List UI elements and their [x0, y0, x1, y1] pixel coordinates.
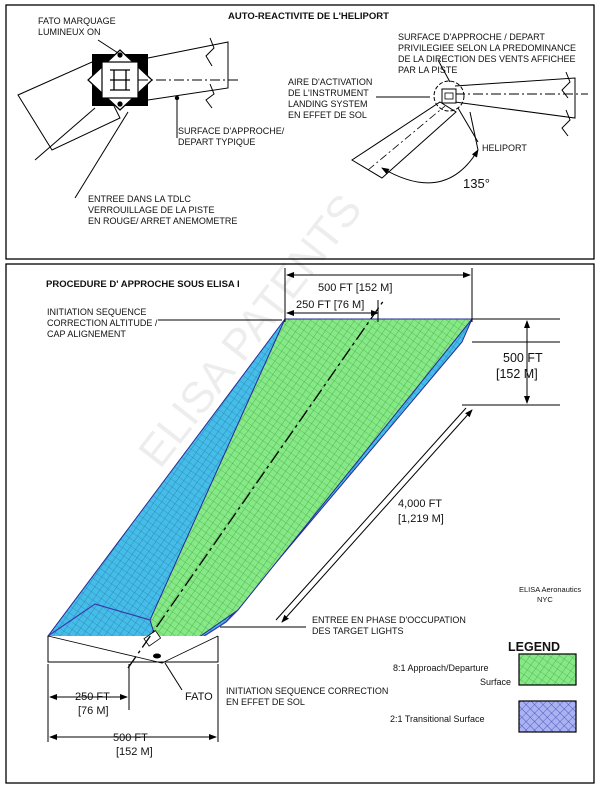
fato-base: [47, 636, 219, 663]
right-heliport-sketch: [351, 59, 588, 184]
company-label: ELISA Aeronautics NYC: [519, 585, 583, 604]
initiation-effet-sol-label: INITIATION SEQUENCE CORRECTION EN EFFET …: [226, 686, 391, 707]
fato-label: FATO: [185, 691, 213, 703]
dim-250-top-label: 250 FT [76 M]: [296, 299, 364, 311]
dim-500-height-label: 500 FT [152 M]: [496, 351, 546, 381]
dim-250-bottom-label: 250 FT [76 M]: [75, 691, 113, 717]
left-heliport-sketch: [17, 37, 240, 199]
bottom-panel-title: PROCEDURE D' APPROCHE SOUS ELISA I: [46, 279, 240, 290]
legend-approach-label: 8:1 Approach/Departure Surface: [393, 663, 511, 687]
legend: LEGEND 8:1 Approach/Departure Surface 2:…: [390, 640, 577, 733]
aire-activation-label: AIRE D'ACTIVATION DE L'INSTRUMENT LANDIN…: [288, 77, 375, 120]
legend-transitional-swatch: [518, 700, 577, 733]
entree-tdlc-label: ENTREE DANS LA TDLC VERROUILLAGE DE LA P…: [88, 194, 237, 226]
surface-privilegiee-label: SURFACE D'APPROCHE / DEPART PRIVILEGIEE …: [398, 32, 579, 75]
dim-500-bottom-label: 500 FT [152 M]: [113, 732, 153, 758]
fato-light: [153, 653, 161, 659]
initiation-alignement-label: INITIATION SEQUENCE CORRECTION ALTITUDE …: [47, 307, 160, 339]
top-panel-frame: [5, 4, 595, 260]
legend-title: LEGEND: [508, 640, 560, 654]
legend-transitional-label: 2:1 Transitional Surface: [390, 714, 485, 724]
fato-marquage-label: FATO MARQUAGE LUMINEUX ON: [38, 16, 118, 37]
entree-phase-label: ENTREE EN PHASE D'OCCUPATION DES TARGET …: [312, 615, 468, 636]
surface-typique-label: SURFACE D'APPROCHE/ DEPART TYPIQUE: [178, 126, 287, 147]
dim-500-top-label: 500 FT [152 M]: [318, 282, 392, 294]
legend-approach-swatch: [518, 653, 577, 686]
top-panel-title: AUTO-REACTIVITE DE L'HELIPORT: [228, 11, 389, 22]
dim-4000-label: 4,000 FT [1,219 M]: [398, 498, 445, 525]
angle-label: 135°: [463, 176, 490, 191]
bottom-panel-frame: [5, 263, 595, 784]
heliport-label: HELIPORT: [482, 143, 527, 153]
left-transitional-seam: [47, 603, 151, 637]
dim-4000-line: [281, 409, 473, 623]
